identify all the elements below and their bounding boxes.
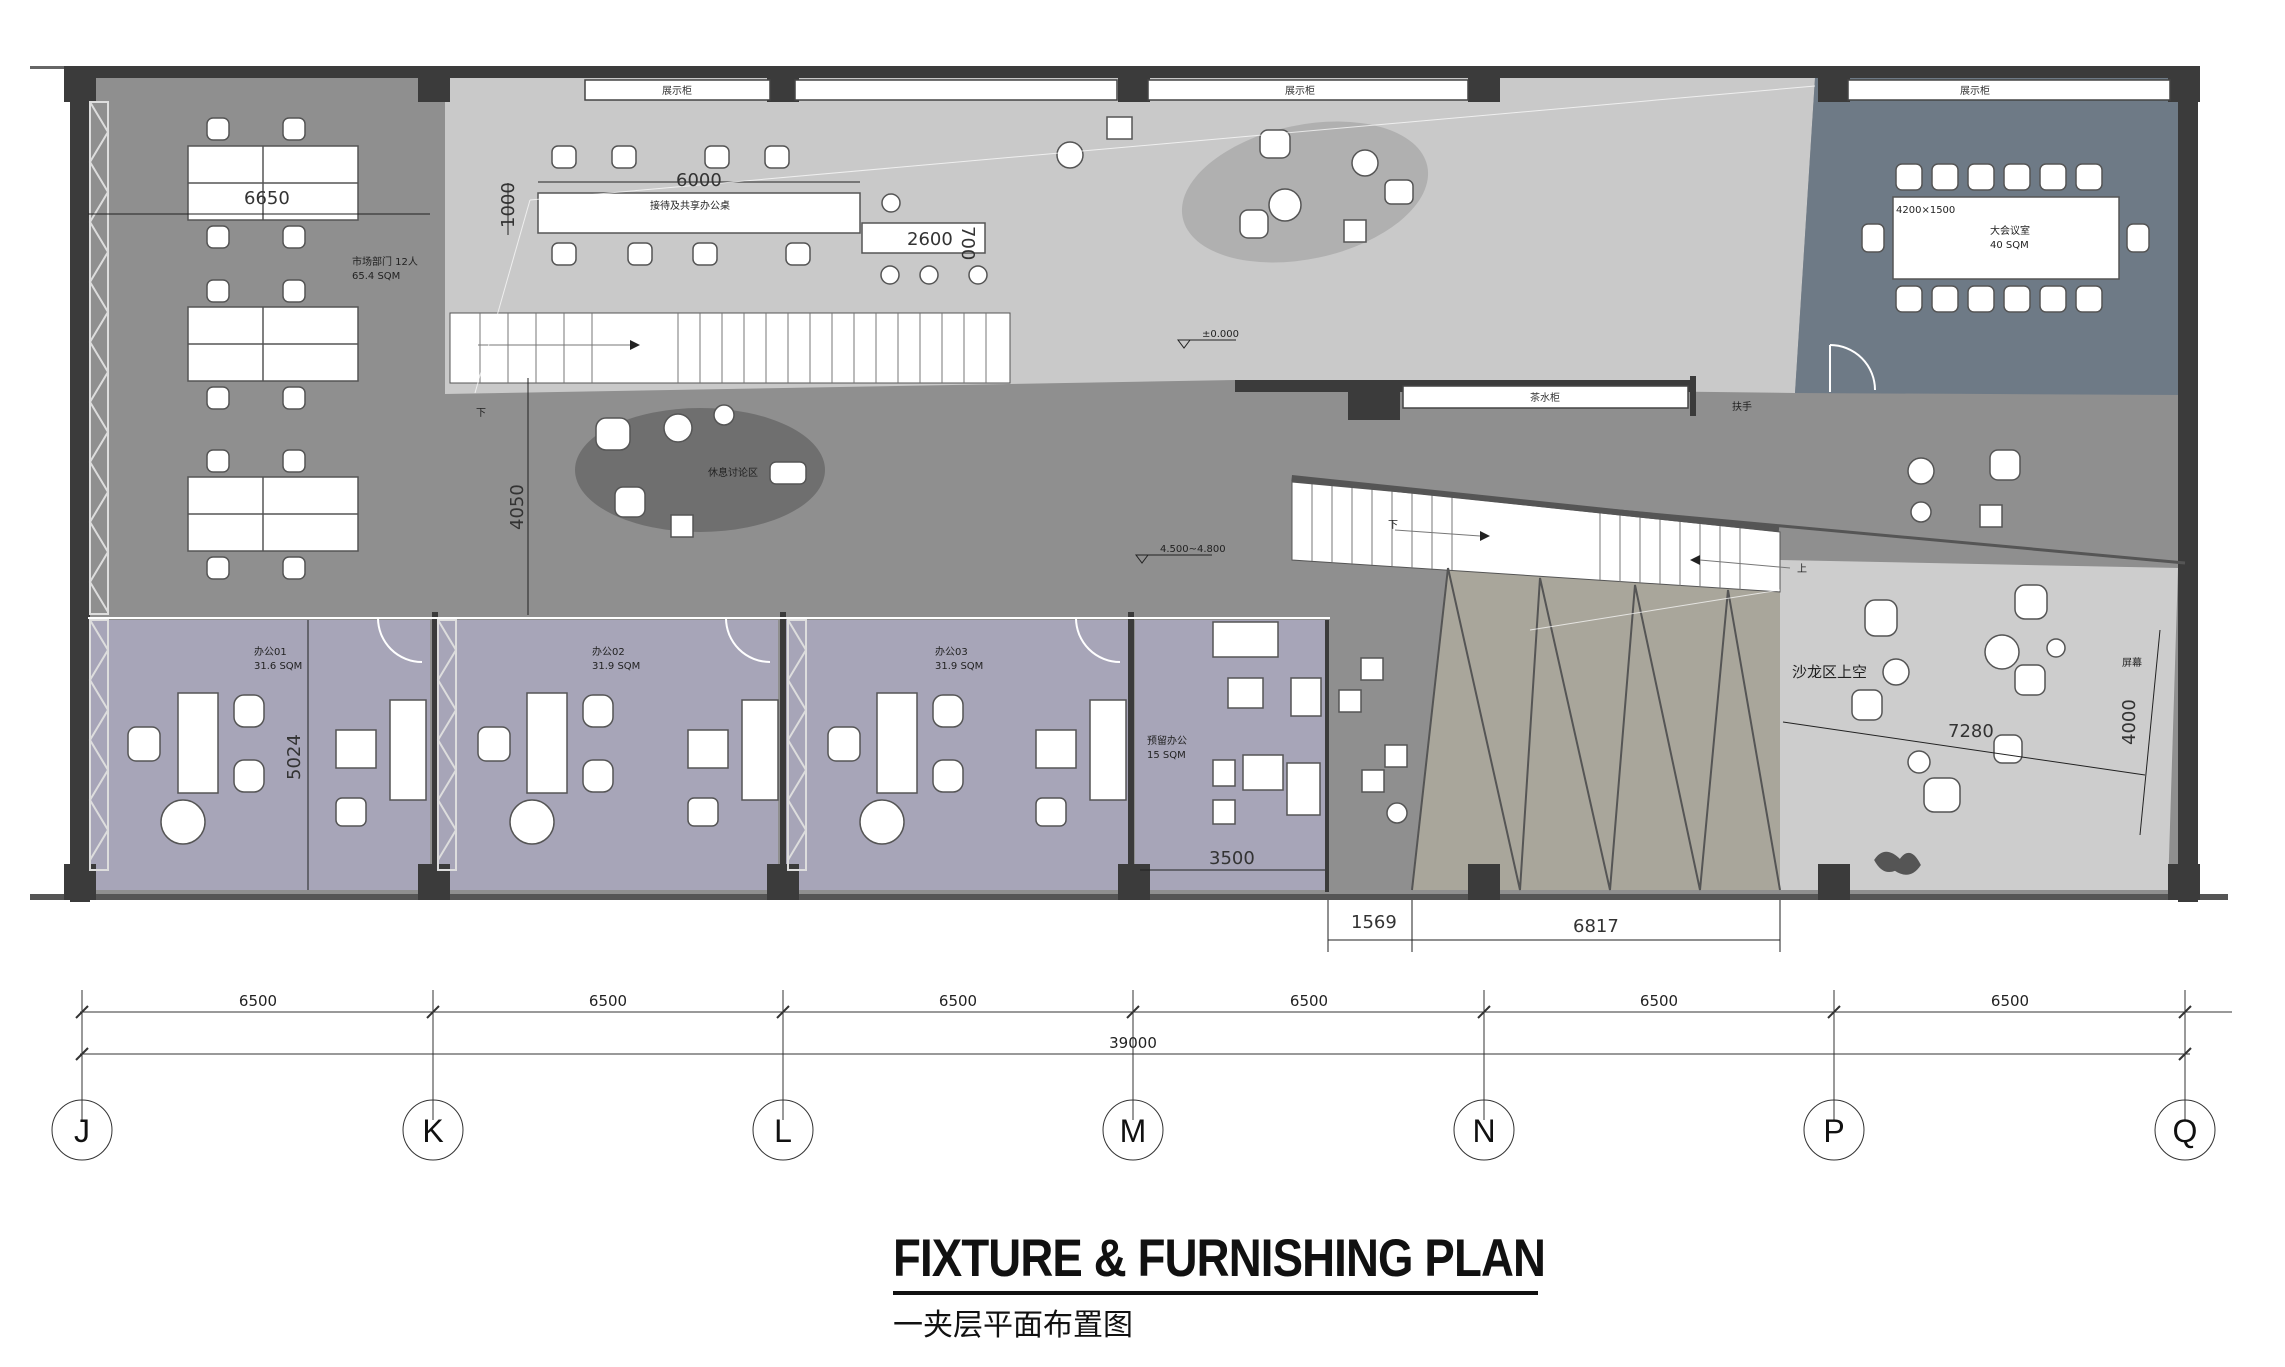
workstation-group (187, 117, 359, 580)
office-02-name: 办公02 (592, 645, 625, 658)
axis-j: J (74, 1113, 90, 1149)
meeting-area: 40 SQM (1990, 240, 2029, 251)
dim-6817: 6817 (1573, 916, 1619, 937)
level-upper: ±0.000 (1202, 329, 1239, 340)
reserve-office-name: 预留办公 (1147, 734, 1187, 747)
level-marks: ±0.000 4.500~4.800 (1135, 329, 1239, 564)
upper-stair-down-label: 下 (476, 408, 486, 419)
salon-label: 沙龙区上空 (1792, 663, 1867, 681)
left-window-strip (88, 101, 808, 871)
reserve-office-area: 15 SQM (1147, 750, 1186, 761)
shared-desk-label: 接待及共享办公桌 (650, 199, 730, 212)
span-j-k: 6500 (239, 992, 277, 1010)
axis-k: K (422, 1113, 443, 1149)
plan-subtitle: 一夹层平面布置图 (893, 1308, 1133, 1343)
axis-grid (51, 990, 2232, 1161)
office-partitions (88, 344, 1876, 663)
meeting-table (1861, 163, 2150, 313)
upper-staircase: 下 (449, 312, 1011, 419)
cabinet-label-3: 展示柜 (1960, 84, 1990, 97)
dim-3500: 3500 (1209, 848, 1255, 869)
axis-q: Q (2173, 1113, 2198, 1149)
cabinet-label-2: 展示柜 (1285, 84, 1315, 97)
axis-span-labels: 6500 6500 6500 6500 6500 6500 39000 (239, 992, 2029, 1052)
axis-l: L (774, 1113, 792, 1149)
reserve-office-furniture (1212, 621, 1322, 825)
office-03-area: 31.9 SQM (935, 661, 983, 672)
span-total: 39000 (1109, 1034, 1157, 1052)
plan-guides (474, 85, 1816, 631)
dimension-text: 6650 1000 6000 2600 700 4050 5024 3500 1… (244, 170, 2140, 937)
dim-4000: 4000 (2119, 699, 2140, 745)
span-n-p: 6500 (1640, 992, 1678, 1010)
level-mid: 4.500~4.800 (1160, 544, 1226, 555)
salon-furniture (1851, 449, 2066, 875)
salon-zone (1780, 560, 2178, 890)
corridor-seats (1338, 657, 1408, 824)
leisure-label: 休息讨论区 (708, 466, 758, 479)
axis-bubbles: J K L M N P Q (74, 1113, 2197, 1149)
meeting-name: 大会议室 (1990, 224, 2030, 237)
cabinet-label-1: 展示柜 (662, 84, 692, 97)
display-cabinets (584, 79, 2171, 409)
office-03-name: 办公03 (935, 645, 968, 658)
office-01-furniture (127, 692, 427, 845)
axis-n: N (1472, 1113, 1495, 1149)
dim-1569: 1569 (1351, 912, 1397, 933)
leisure-furniture (595, 404, 807, 538)
dim-7280: 7280 (1948, 721, 1994, 742)
office-02-area: 31.9 SQM (592, 661, 640, 672)
screen-label: 屏幕 (2122, 656, 2142, 669)
tea-cabinet-label: 茶水柜 (1530, 391, 1560, 404)
office-01-name: 办公01 (254, 645, 287, 658)
reception-lounge (1056, 116, 1414, 243)
lower-stair-up-label: 上 (1797, 563, 1807, 575)
plan-title: FIXTURE & FURNISHING PLAN (893, 1229, 1546, 1288)
lower-stair-down-label: 下 (1388, 520, 1398, 531)
axis-m: M (1120, 1113, 1147, 1149)
span-k-l: 6500 (589, 992, 627, 1010)
dim-1000: 1000 (498, 182, 519, 228)
dim-4050: 4050 (507, 484, 528, 530)
dim-6650: 6650 (244, 188, 290, 209)
stair-void-zone (1412, 568, 1780, 890)
columns (64, 66, 2200, 900)
reserve-office-zone (1135, 620, 1327, 890)
stair-void-lines (1411, 567, 1781, 891)
handrail-label: 扶手 (1732, 400, 1752, 413)
span-p-q: 6500 (1991, 992, 2029, 1010)
axis-p: P (1823, 1113, 1844, 1149)
dimension-lines (88, 181, 2161, 952)
shared-desk-chairs (551, 145, 811, 266)
span-m-n: 6500 (1290, 992, 1328, 1010)
office-01-area: 31.6 SQM (254, 661, 302, 672)
office-03-furniture (827, 692, 1127, 845)
dim-700: 700 (957, 226, 978, 260)
display-cabinet-labels: 展示柜 展示柜 展示柜 茶水柜 (662, 84, 1990, 404)
workstation-chairs (206, 117, 306, 580)
span-l-m: 6500 (939, 992, 977, 1010)
room-labels: 市场部门 12人 65.4 SQM 接待及共享办公桌 休息讨论区 4200×15… (254, 199, 2142, 761)
dim-2600: 2600 (907, 229, 953, 250)
lower-staircase: 下 上 (1291, 475, 2186, 593)
meeting-size: 4200×1500 (1896, 205, 1955, 216)
market-dept-area: 65.4 SQM (352, 271, 400, 282)
office-02-furniture (477, 692, 779, 845)
office-furniture (127, 621, 1322, 845)
market-dept-name: 市场部门 12人 (352, 255, 418, 268)
meeting-chairs (1861, 163, 2150, 313)
dim-6000: 6000 (676, 170, 722, 191)
title-underline (893, 1291, 1538, 1295)
shared-desk (537, 145, 988, 285)
dim-5024: 5024 (284, 734, 305, 780)
